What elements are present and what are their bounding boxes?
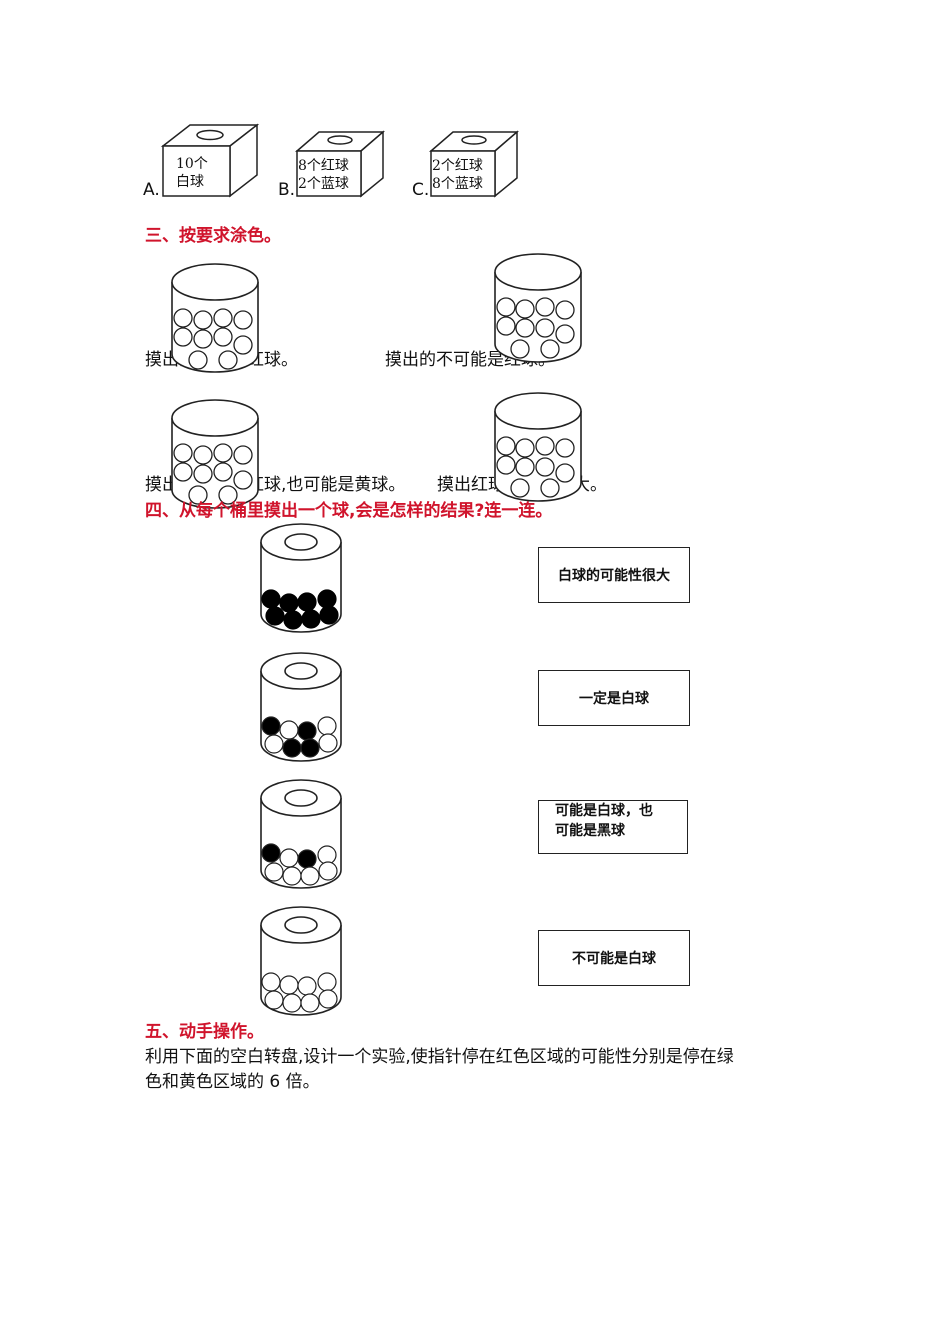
answer-3-line1: 可能是白球，也 <box>555 803 653 819</box>
answer-box-3[interactable]: 可能是白球，也 可能是黑球 <box>538 800 688 854</box>
tube-3 <box>260 779 342 889</box>
option-b-letter: B. <box>278 180 296 200</box>
tube-4 <box>260 906 342 1016</box>
option-c-letter: C. <box>412 180 430 200</box>
box-b-line2: 2个蓝球 <box>298 176 349 192</box>
jar-1 <box>171 263 259 373</box>
box-b-line1: 8个红球 <box>298 158 349 174</box>
box-a-line2: 白球 <box>176 174 204 190</box>
box-c-drawing <box>428 130 520 198</box>
jar-4 <box>494 392 582 502</box>
tube-1 <box>260 523 342 633</box>
section4-heading: 四、从每个桶里摸出一个球,会是怎样的结果?连一连。 <box>145 501 553 521</box>
answer-1-text: 白球的可能性很大 <box>558 568 670 584</box>
answer-4-text: 不可能是白球 <box>572 951 656 967</box>
section3-heading: 三、按要求涂色。 <box>145 226 281 246</box>
section5-line2: 色和黄色区域的 6 倍。 <box>145 1072 320 1092</box>
section5-heading: 五、动手操作。 <box>145 1022 264 1042</box>
jar-3 <box>171 399 259 509</box>
box-c-line1: 2个红球 <box>432 158 483 174</box>
tube-2 <box>260 652 342 762</box>
jar-2 <box>494 253 582 363</box>
box-a-drawing <box>160 123 260 198</box>
answer-box-4[interactable]: 不可能是白球 <box>538 930 690 986</box>
option-a-letter: A. <box>143 180 160 200</box>
box-a-line1: 10个 <box>176 156 208 172</box>
box-b-drawing <box>294 130 386 198</box>
box-c-line2: 8个蓝球 <box>432 176 483 192</box>
section5-line1: 利用下面的空白转盘,设计一个实验,使指针停在红色区域的可能性分别是停在绿 <box>145 1047 734 1067</box>
answer-box-1[interactable]: 白球的可能性很大 <box>538 547 690 603</box>
answer-2-text: 一定是白球 <box>579 691 649 707</box>
answer-box-2[interactable]: 一定是白球 <box>538 670 690 726</box>
answer-3-line2: 可能是黑球 <box>555 823 625 839</box>
